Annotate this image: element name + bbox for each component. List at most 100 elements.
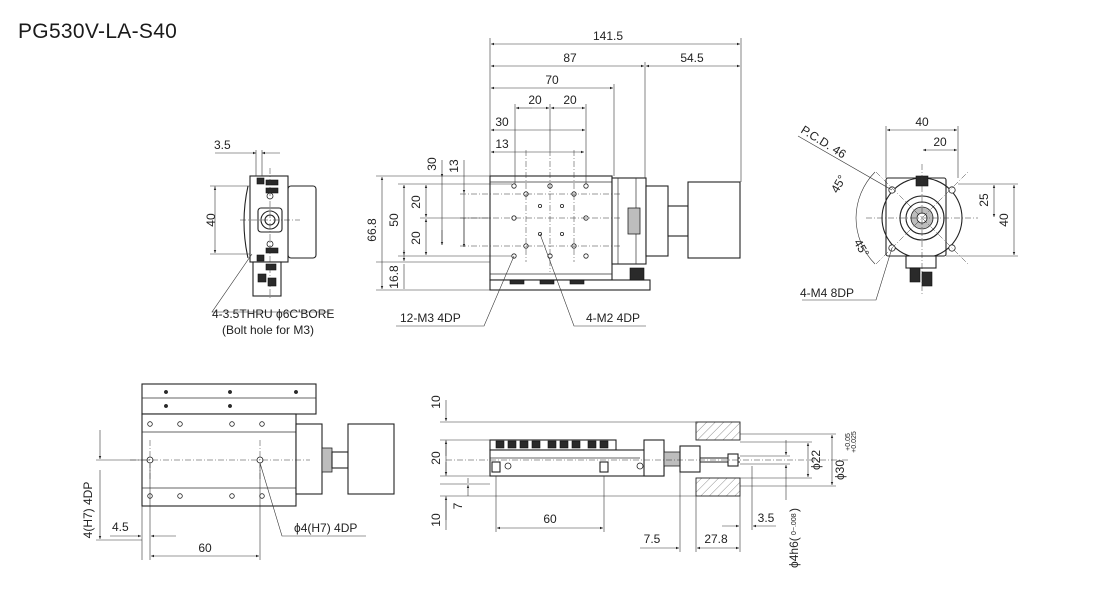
m2-hole xyxy=(560,231,565,236)
end-dim-20-label: 20 xyxy=(933,135,947,149)
dim-20c-label: 20 xyxy=(409,195,423,209)
side-connector-8 xyxy=(267,277,277,287)
bottom-view: 4(H7) 4DP 4.5 60 ϕ4(H7) 4DP xyxy=(81,383,395,560)
side-connector-1 xyxy=(256,177,265,185)
front-dim-60-label: 60 xyxy=(543,512,557,526)
side-connector-2 xyxy=(265,179,279,186)
front-dim-phi22-label: ϕ22 xyxy=(809,450,823,470)
m4-callout-label: 4-M4 8DP xyxy=(800,286,854,300)
m2-callout-label: 4-M2 4DP xyxy=(586,311,640,325)
front-connector xyxy=(559,440,569,449)
front-connector xyxy=(587,440,597,449)
front-section-top xyxy=(695,421,741,441)
side-connector-4 xyxy=(265,247,279,254)
side-callout-line1: 4-3.5THRU ϕ6C'BORE xyxy=(212,307,334,321)
bottom-shaft-housing xyxy=(331,451,349,469)
dim-16-8-label: 16.8 xyxy=(387,265,401,289)
dim-141-5-label: 141.5 xyxy=(593,29,623,43)
dim-3-5-label: 3.5 xyxy=(214,138,231,152)
front-phi4h6-label: ϕ4h6( xyxy=(787,537,801,568)
bottom-hole xyxy=(177,421,183,427)
front-dim-3-5-label: 3.5 xyxy=(758,511,775,525)
m2-hole xyxy=(538,203,543,208)
m3-callout-label: 12-M3 4DP xyxy=(400,311,461,325)
front-connector xyxy=(547,440,557,449)
dim-30-label: 30 xyxy=(495,115,509,129)
front-dim-phi30-tol-bot: +0.025 xyxy=(851,431,858,453)
front-phi4h6-close: ) xyxy=(787,508,801,512)
end-dim-25-label: 25 xyxy=(977,193,991,207)
front-dim-7-label: 7 xyxy=(451,502,465,509)
front-phi4h6-group: ϕ4h6( 0−.008 ) xyxy=(787,508,801,568)
bottom-top-dot xyxy=(294,390,298,394)
bottom-hole xyxy=(147,421,153,427)
top-motor-shaft-housing xyxy=(667,205,689,237)
bottom-callout-leader xyxy=(259,462,366,537)
m3-callout-leader xyxy=(396,255,515,327)
bottom-top-dot xyxy=(228,404,232,408)
dim-20d-label: 20 xyxy=(409,231,423,245)
dim-50-label: 50 xyxy=(387,213,401,227)
dim-87-label: 87 xyxy=(563,51,577,65)
front-dim-27-8-label: 27.8 xyxy=(704,532,728,546)
end-angle-2: 45° xyxy=(851,237,872,260)
front-end-cap xyxy=(599,461,609,473)
side-callout-line2: (Bolt hole for M3) xyxy=(222,323,314,337)
front-mech-block xyxy=(643,439,665,477)
dim-70-label: 70 xyxy=(545,73,559,87)
bottom-coupler xyxy=(321,447,333,473)
m4-callout-leader xyxy=(802,247,893,301)
front-dim-10b-label: 10 xyxy=(429,513,443,527)
end-angle-arc xyxy=(855,171,876,219)
model-title: PG530V-LA-S40 xyxy=(18,20,178,43)
front-dim-20-label: 20 xyxy=(429,451,443,465)
front-dim-phi30-tol-top: +0.05 xyxy=(845,433,852,451)
bottom-dim-60-label: 60 xyxy=(198,541,212,555)
dim-13v-label: 13 xyxy=(447,159,461,173)
dim-30v-label: 30 xyxy=(425,157,439,171)
dim-13-label: 13 xyxy=(495,137,509,151)
dim-54-5-label: 54.5 xyxy=(680,51,704,65)
dim-40-label: 40 xyxy=(204,213,218,227)
front-connector xyxy=(571,440,581,449)
m3-hole xyxy=(511,183,517,189)
side-lower-block xyxy=(252,261,282,297)
end-view: 45° 45° P.C.D. 46 40 20 25 40 4-M4 8DP xyxy=(797,115,1018,301)
bottom-hole xyxy=(177,493,183,499)
bottom-hole xyxy=(229,493,235,499)
bottom-top-plate xyxy=(141,383,317,415)
front-end-cap xyxy=(491,461,501,473)
end-m4-hole xyxy=(948,186,956,194)
m2-callout-leader xyxy=(539,233,646,327)
front-dim-10a-label: 10 xyxy=(429,395,443,409)
bottom-hole xyxy=(229,421,235,427)
bottom-flange xyxy=(295,423,323,495)
top-mech-coupler xyxy=(627,207,641,235)
top-motor-flange xyxy=(645,185,669,257)
front-hole xyxy=(636,462,644,470)
side-connector-3 xyxy=(265,187,279,194)
end-angle-arc xyxy=(855,217,876,265)
bottom-hole xyxy=(259,421,265,427)
dim-66-8-label: 66.8 xyxy=(365,218,379,242)
front-view: ϕ22 ϕ30 +0.05 +0.025 ϕ4h6( 0−.008 ) 10 2… xyxy=(429,395,858,568)
bottom-dim-4-5-label: 4.5 xyxy=(112,520,129,534)
front-top-connectors xyxy=(495,440,609,449)
front-section-bottom xyxy=(695,477,741,497)
dim-20b-label: 20 xyxy=(563,93,577,107)
top-base-detail xyxy=(569,279,585,285)
end-bottom-block xyxy=(905,255,937,269)
m3-hole xyxy=(583,183,589,189)
front-connector xyxy=(519,440,529,449)
end-dim-40b-label: 40 xyxy=(997,213,1011,227)
pcd-label: P.C.D. 46 xyxy=(798,123,848,162)
end-bottom-connector xyxy=(909,267,921,283)
front-connector xyxy=(599,440,609,449)
front-dim-7-5-label: 7.5 xyxy=(644,532,661,546)
bottom-top-dot xyxy=(228,390,232,394)
bottom-top-dot xyxy=(164,404,168,408)
side-connector-5 xyxy=(256,254,265,262)
m3-hole xyxy=(583,253,589,259)
end-angle-1: 45° xyxy=(828,172,849,195)
